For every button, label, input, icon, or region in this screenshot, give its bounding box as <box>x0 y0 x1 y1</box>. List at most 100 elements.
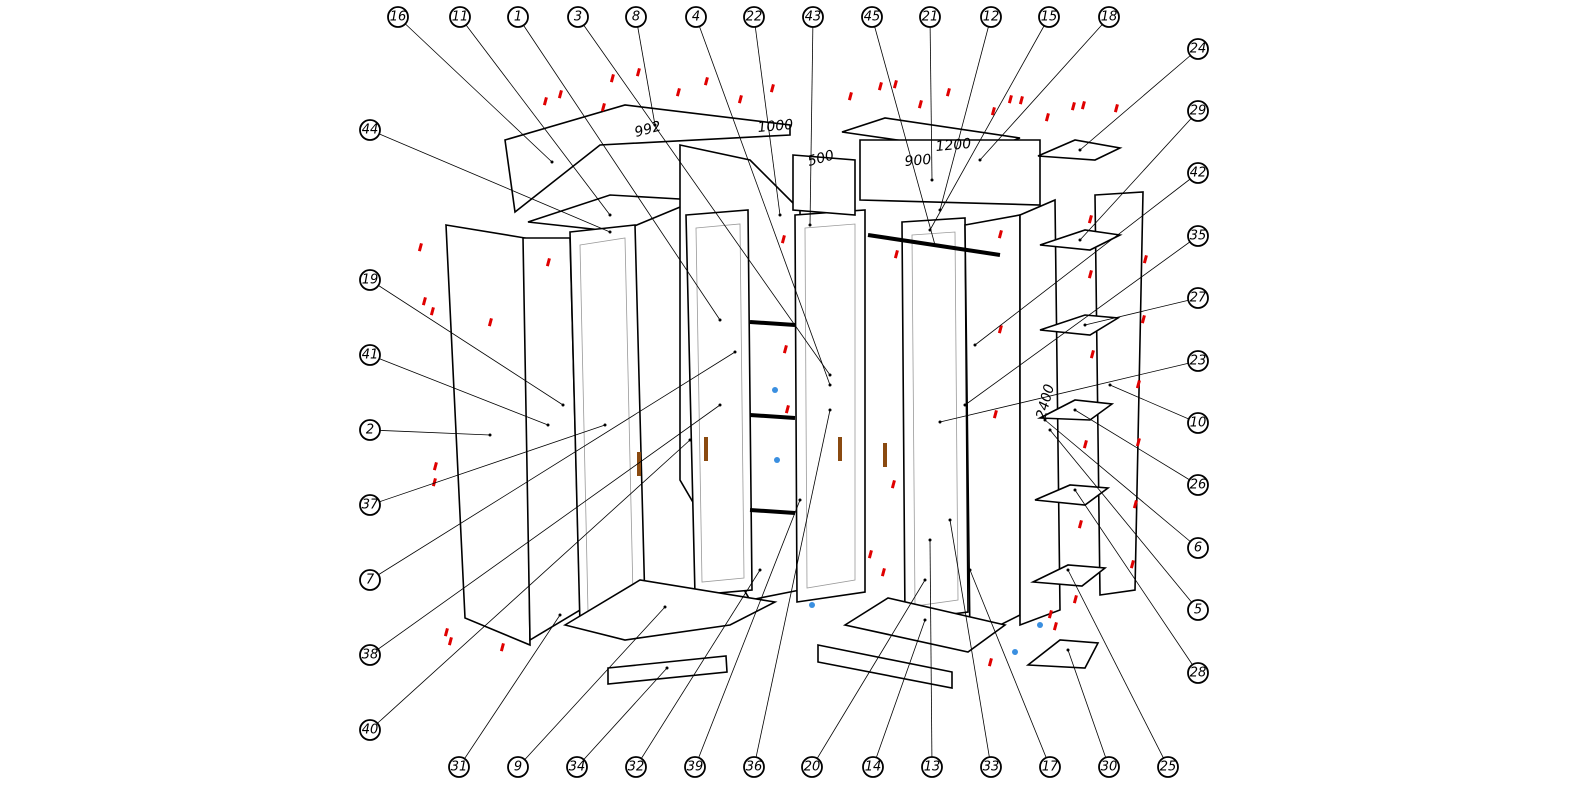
middle-shelf-3 <box>749 508 796 515</box>
fastener-mark <box>1047 610 1053 619</box>
leader-line <box>1109 384 1199 424</box>
callout-top: 4 <box>685 6 832 387</box>
callout-number: 42 <box>1190 166 1207 181</box>
callout-top: 43 <box>802 6 824 227</box>
leader-line <box>459 16 611 216</box>
middle-shelf-1 <box>749 320 796 327</box>
callout-number: 22 <box>746 10 763 25</box>
callout-number: 24 <box>1190 42 1207 57</box>
fastener-mark <box>893 249 899 259</box>
leader-line <box>1067 569 1169 768</box>
callout-bubble <box>1187 474 1209 496</box>
callout-number: 25 <box>1160 760 1177 775</box>
fastener-mark <box>917 99 923 109</box>
left-corner-top-panel <box>504 104 791 214</box>
callout-bubble <box>566 756 588 778</box>
leader-dot <box>608 230 612 234</box>
callout-right: 28 <box>1073 488 1209 684</box>
fastener-mark <box>675 88 681 97</box>
leader-line <box>811 579 926 768</box>
fastener-mark <box>1044 112 1050 122</box>
callout-bubble <box>1187 412 1209 434</box>
leader-dot <box>928 538 932 542</box>
callout-number: 16 <box>390 10 407 25</box>
callout-top: 45 <box>861 6 937 247</box>
leader-dot <box>930 178 934 182</box>
callout-bubble <box>1187 599 1209 621</box>
callout-number: 17 <box>1042 760 1059 775</box>
callout-number: 32 <box>628 760 645 775</box>
callout-right: 24 <box>1078 38 1209 152</box>
leader-dot <box>550 160 554 164</box>
middle-left-door <box>685 209 753 596</box>
callout-bottom: 39 <box>684 498 802 778</box>
callout-bubble <box>449 6 471 28</box>
callout-number: 14 <box>865 760 882 775</box>
callout-bottom: 25 <box>1066 568 1179 778</box>
callout-number: 33 <box>983 760 1000 775</box>
fastener-mark <box>782 344 788 354</box>
callout-number: 23 <box>1190 354 1207 369</box>
callout-bubble <box>625 6 647 28</box>
leader-dot <box>758 568 762 572</box>
callout-number: 44 <box>362 123 379 138</box>
fastener-mark <box>1140 315 1146 324</box>
leader-dot <box>608 213 612 217</box>
callout-right: 35 <box>963 225 1209 407</box>
leader-line <box>929 16 1050 231</box>
hardware-mark <box>1012 649 1018 655</box>
callout-bubble <box>1098 6 1120 28</box>
back-panel-500 <box>792 154 856 216</box>
leader-dot <box>663 605 667 609</box>
door-handle <box>883 443 887 467</box>
fastener-mark <box>880 568 886 577</box>
leader-dot <box>828 383 832 387</box>
wardrobe-parts <box>445 104 1144 689</box>
fastener-mark <box>1129 560 1135 569</box>
leader-dot <box>1066 648 1070 652</box>
callout-number: 12 <box>983 10 1000 25</box>
left-bottom-panel <box>562 579 778 641</box>
fastener-mark <box>1135 379 1141 389</box>
callout-number: 19 <box>362 273 379 288</box>
left-plinth <box>607 655 728 685</box>
fastener-mark <box>892 79 898 89</box>
right-bottom-panel <box>842 597 1007 653</box>
leader-dot <box>558 613 562 617</box>
leader-line <box>1049 429 1199 611</box>
leader-dot <box>933 243 937 247</box>
callout-number: 26 <box>1190 478 1207 493</box>
leader-line <box>753 16 781 216</box>
callout-number: 2 <box>366 423 374 438</box>
callout-left: 41 <box>359 344 550 427</box>
fastener-mark <box>1052 622 1058 631</box>
callout-top: 18 <box>978 6 1120 162</box>
leader-dot <box>923 578 927 582</box>
leader-line <box>929 16 933 181</box>
fastener-mark <box>1077 520 1083 529</box>
callout-top: 21 <box>919 6 941 182</box>
leader-dot <box>963 403 967 407</box>
hardware-mark <box>809 602 815 608</box>
left-shelf-panel <box>527 194 698 233</box>
door-handle <box>704 437 708 461</box>
corner-shelf-2 <box>1039 314 1121 336</box>
leader-line <box>369 424 606 506</box>
fastener-mark <box>1089 349 1095 359</box>
fastener-mark <box>1082 440 1088 449</box>
leader-dot <box>968 568 972 572</box>
leader-dot <box>928 228 932 232</box>
callout-bubble <box>387 6 409 28</box>
callout-bubble <box>919 6 941 28</box>
leader-line <box>369 129 611 233</box>
callout-bottom: 9 <box>507 605 667 778</box>
leader-line <box>369 429 491 436</box>
callout-number: 18 <box>1101 10 1118 25</box>
fasteners <box>417 68 1148 667</box>
callout-bubble <box>1098 756 1120 778</box>
callout-left: 44 <box>359 119 612 234</box>
callout-top: 3 <box>567 6 832 377</box>
leader-line <box>517 606 666 768</box>
callout-top: 16 <box>387 6 554 164</box>
